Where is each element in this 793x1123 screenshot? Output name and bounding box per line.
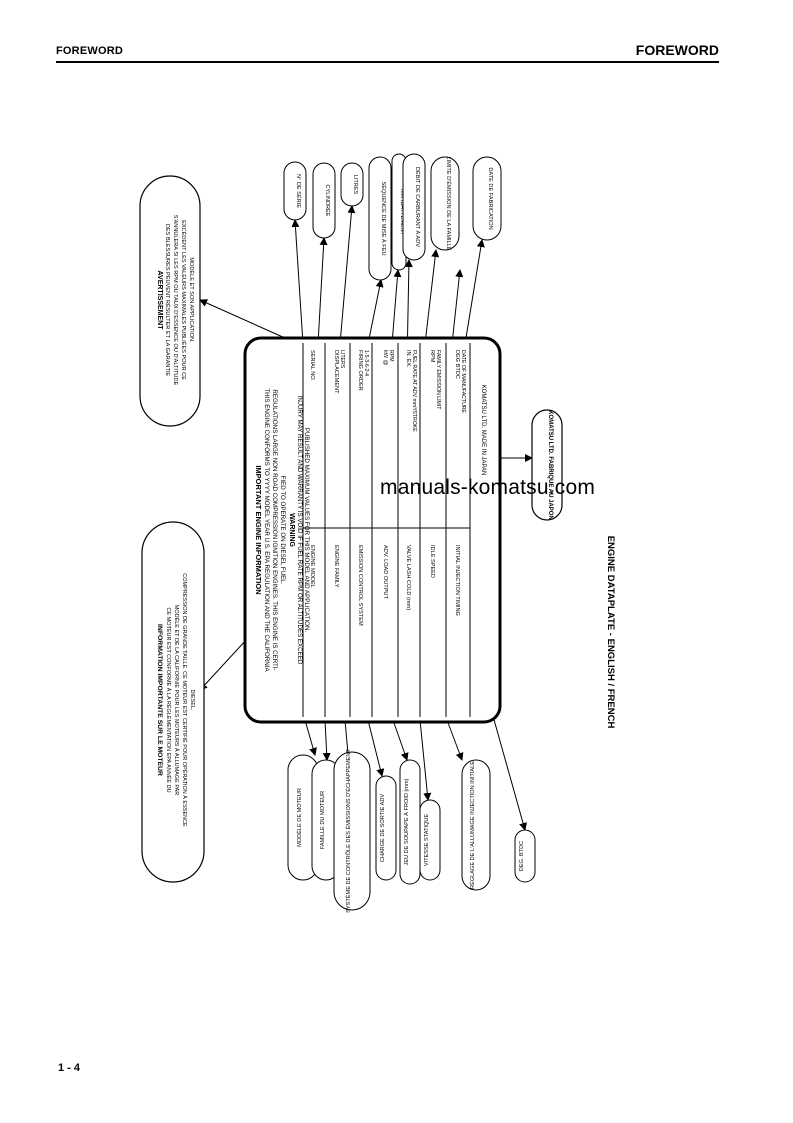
plate-maker-text: KOMATSU LTD. MADE IN JAPAN (480, 385, 486, 476)
watermark-text: manuals-komatsu.com (380, 476, 596, 499)
top-callout-pill (283, 161, 307, 221)
information-title: INFORMATION IMPORTANTE SUR LE MOTEUR (156, 624, 163, 776)
plate-row-value: LITERS (339, 350, 345, 369)
avertissement-line: MODÈLE ET SON APPLICATION. (188, 257, 195, 343)
top-callout-text: N° DE SÉRIE (295, 174, 302, 208)
plate-row-label: EMISSION CONTROL SYSTEM (357, 545, 363, 626)
plate-warning-line: PUBLISHED MAXIMUM VALUES FOR THIS MODEL … (303, 428, 310, 633)
top-callout-text: LIMITE D'ÉMISSION DE LA FAMILLE (445, 156, 452, 250)
bottom-callout-text: RÉGLAGE DE L'ALLUMAGE INJECTION INITIALE (469, 761, 476, 889)
plate-row-mid-label: RPM (429, 350, 435, 363)
top-callout-text: mm³/BATTEMENT (399, 189, 405, 236)
information-line: COMPRESSION DE GRANDE TAILLE. CE MOTEUR … (181, 573, 188, 827)
header-left-title: FOREWORD (56, 45, 123, 57)
plate-row-mid-label: SERIAL NO. (309, 350, 315, 382)
plate-row-value: FAMILY EMISSION LIMIT (435, 350, 441, 410)
plate-row-mid-label: kW @ (382, 350, 388, 366)
header-rule (56, 61, 719, 63)
plate-warning-label: WARNING (288, 513, 295, 547)
plate-row-value: DATE OF MANUFACTURE (460, 350, 466, 414)
plate-row-label: IDLE SPEED (429, 545, 435, 578)
information-line: DIESEL. (189, 689, 195, 711)
header-right-title: FOREWORD (635, 42, 719, 58)
figure-caption: ENGINE DATAPLATE - ENGLISH / FRENCH (605, 536, 616, 729)
top-callout-pill (402, 153, 426, 261)
avertissement-line: S'ANNULERA SI LES RPM OU TAUX D'ESSENCE … (172, 215, 178, 386)
plate-intro-line: FIED TO OPERATE ON DIESEL FUEL. (279, 476, 286, 585)
plate-warning-line: INJURY MAY RESULT AND WARRANTY IS VOID I… (296, 396, 303, 665)
plate-rows: ENGINE MODEL SERIAL NO. ENGINE FAMILY DISPL… (309, 350, 466, 626)
bottom-callout-text: DEG. BTDC (519, 841, 525, 871)
plate-row-value: RPM (388, 350, 394, 362)
plate-heading-text: IMPORTANT ENGINE INFORMATION (254, 465, 263, 594)
top-callout-text: CYLINDRÉE (324, 184, 331, 216)
bottom-callout-text: CHARGE DE SORTIE ADV (380, 794, 386, 863)
bottom-callout-pill (399, 759, 421, 885)
plate-row-label: ENGINE MODEL (309, 545, 315, 588)
page-number: 1 - 4 (58, 1062, 81, 1074)
bottom-callout-pill (375, 775, 397, 881)
top-callout-text: DATE DE FABRICATION (487, 167, 493, 229)
plate-row-label: VALVE LASH COLD (mm) (405, 545, 411, 610)
maker-callout: KOMATSU LTD. FABRIQUE AU JAPON (531, 409, 563, 521)
bottom-callout-text: FAMILLE DU MOTEUR (320, 791, 326, 849)
plate-row-mid-label: DISPLACEMENT (333, 350, 339, 394)
avertissement-line: EXCÈDENT LES VALEURS MAXIMALES PUBLIÉES … (180, 220, 187, 380)
information-line: CE MOTEUR EST CONFORME À LA RÉGLEMENTATI… (165, 607, 172, 792)
bottom-callout-text: JEU DE SOUPAPE À FROID (mm) (403, 778, 410, 865)
plate-row-mid-label: DEG BTDC (454, 350, 460, 379)
top-callout-pill (430, 156, 460, 251)
bottom-callout-text: MODÈLE DE MOTEUR (296, 788, 303, 847)
data-plate: ENGINE MODEL SERIAL NO. ENGINE FAMILY DISPL… (243, 336, 502, 724)
plate-row-label: ADV. LOAD OUTPUT (382, 545, 388, 599)
plate-maker-line: KOMATSU LTD. MADE IN JAPAN (480, 385, 486, 476)
top-callout-text: SÉQUENCE DE MISE À FEU (380, 182, 387, 256)
bottom-callout-pill (514, 829, 536, 883)
plate-row-label: INITIAL INJECTION TIMING (454, 545, 460, 616)
plate-intro-line: REGULATIONS LARGE NON ROAD COMPRESSION I… (271, 389, 278, 670)
plate-row-value: FUEL RATE AT ADV mm³/STROKE (411, 350, 417, 432)
plate-row-mid-label: IN. EX. (405, 350, 411, 368)
top-callout-pill (340, 162, 364, 207)
bottom-callout-pill (461, 759, 491, 891)
bottom-callout-pill (419, 799, 441, 881)
plate-row-mid-label: FIRING ORDER (357, 350, 363, 391)
top-callout-pill (312, 162, 336, 239)
top-callout-text: LITRES (352, 175, 358, 195)
top-callout-pill (368, 156, 392, 281)
plate-row-value: 1-5-3-6-2-4 (363, 350, 369, 376)
avertissement-line: DES BLESSURES PEUVENT RÉSULTER ET LA GAR… (164, 224, 171, 377)
top-callout-text: DÉBIT DE CARBURANT À ADV (414, 167, 421, 247)
plate-row-label: ENGINE FAMILY (333, 545, 339, 588)
avertissement-title: AVERTISSEMENT (156, 271, 163, 331)
bottom-callout-text: VITESSE STATIQUE (424, 814, 430, 867)
maker-callout-text: KOMATSU LTD. FABRIQUE AU JAPON (547, 410, 553, 520)
bottom-callout-text: SYSTÈME DE CONTRÔLE DES ÉMISSIONS D'ÉCHA… (345, 749, 352, 913)
bottom-callouts: MODÈLE DE MOTEUR FAMILLE DU MOTEUR SYSTÈME… (287, 749, 536, 913)
information-line: MODÈLE ET DE LA CALIFORNIE POUR LES MOTE… (173, 605, 180, 796)
top-callouts: N° DE SÉRIE CYLINDRÉE LITRES SÉQUENCE DE MI… (283, 153, 502, 281)
plate-intro-line: THIS ENGINE CONFORMS TO YYYY MODEL YEAR … (263, 388, 270, 672)
top-callout-pill (472, 156, 502, 241)
bottom-callout-pill (333, 751, 371, 911)
